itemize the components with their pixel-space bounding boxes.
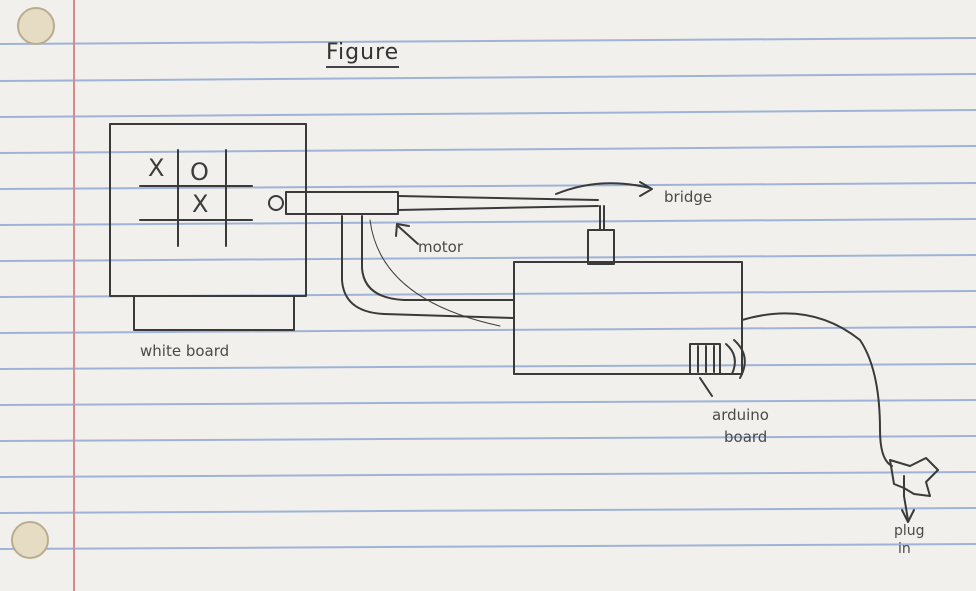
figure-title: Figure <box>326 42 399 68</box>
cell-o-top-middle: O <box>190 160 209 184</box>
arduino-label-line2: board <box>724 430 767 445</box>
binder-hole-top <box>18 8 54 44</box>
binder-hole-bottom <box>12 522 48 558</box>
arduino-label-line1: arduino <box>712 408 769 423</box>
cell-x-center: X <box>192 192 208 216</box>
bridge-label: bridge <box>664 190 712 205</box>
whiteboard-label: white board <box>140 344 229 359</box>
plug-label-line1: plug <box>894 524 925 538</box>
cell-x-top-left: X <box>148 156 164 180</box>
plug-label-line2: in <box>898 542 911 556</box>
motor-label: motor <box>418 240 463 255</box>
